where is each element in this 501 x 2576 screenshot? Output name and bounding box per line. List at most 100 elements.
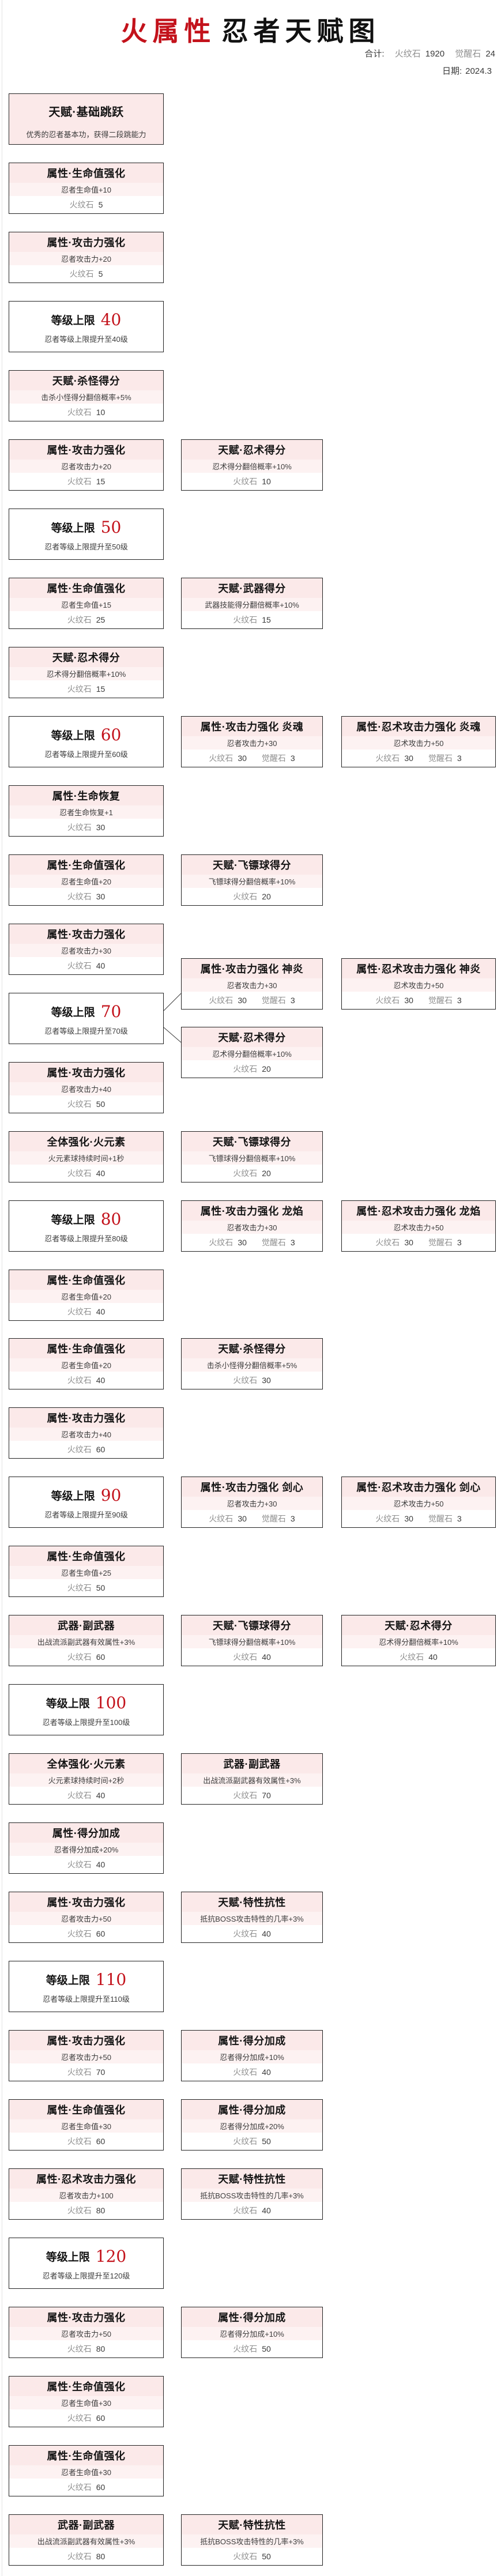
cost-item-name: 火纹石 bbox=[233, 2137, 258, 2146]
cost-item-name: 火纹石 bbox=[67, 2137, 92, 2146]
cost-item-name: 火纹石 bbox=[209, 1514, 233, 1523]
card-desc: 忍者生命值+15 bbox=[9, 598, 163, 611]
cost-item-qty: 3 bbox=[457, 996, 462, 1005]
cost-item-qty: 40 bbox=[96, 1376, 106, 1385]
card-title: 天赋·特性抗性 bbox=[182, 1892, 322, 1912]
cost-item-name: 火纹石 bbox=[67, 1791, 92, 1800]
awaken-stone-label: 觉醒石 bbox=[455, 49, 481, 59]
card-desc: 忍者等级上限提升至60级 bbox=[44, 750, 128, 759]
card-desc: 忍者得分加成+10% bbox=[182, 2050, 322, 2063]
cost-item-qty: 3 bbox=[290, 1514, 295, 1523]
cost-item-name: 火纹石 bbox=[69, 269, 94, 278]
cost-item-name: 火纹石 bbox=[67, 2483, 92, 2492]
cost-item-name: 火纹石 bbox=[67, 1583, 92, 1592]
card-desc: 忍者生命值+10 bbox=[9, 183, 163, 196]
cost-item-name: 火纹石 bbox=[67, 477, 92, 486]
card-desc: 忍者生命值+20 bbox=[9, 1358, 163, 1372]
card-title: 天赋·杀怪得分 bbox=[182, 1339, 322, 1358]
card-desc: 忍者攻击力+30 bbox=[182, 1221, 322, 1234]
cost-item-qty: 70 bbox=[96, 2067, 106, 2077]
card-desc: 忍术得分翻倍概率+10% bbox=[182, 1047, 322, 1060]
cost-item-name: 觉醒石 bbox=[261, 754, 286, 763]
card-title: 全体强化·火元素 bbox=[9, 1132, 163, 1151]
cost-item-qty: 60 bbox=[96, 2413, 106, 2423]
cost-item-name: 火纹石 bbox=[67, 684, 92, 694]
card-title: 属性·攻击力强化 bbox=[9, 2031, 163, 2050]
card-cost: 火纹石 70 bbox=[9, 2063, 163, 2081]
cost-item-name: 火纹石 bbox=[67, 1376, 92, 1385]
card-desc: 忍者等级上限提升至110级 bbox=[43, 1994, 130, 2003]
card-title: 属性·生命值强化 bbox=[9, 2100, 163, 2119]
cost-item-qty: 50 bbox=[262, 2137, 271, 2146]
level-number: 100 bbox=[95, 1693, 127, 1712]
card-desc: 忍术得分翻倍概率+10% bbox=[9, 667, 163, 680]
cost-item-name: 火纹石 bbox=[69, 200, 94, 209]
cost-item-qty: 50 bbox=[96, 1583, 106, 1592]
cost-item-qty: 15 bbox=[96, 684, 106, 694]
card-desc: 忍者生命值+30 bbox=[9, 2465, 163, 2479]
cost-item-qty: 20 bbox=[262, 892, 271, 901]
cost-item-name: 觉醒石 bbox=[261, 1514, 286, 1523]
card-desc: 忍者生命值+25 bbox=[9, 1566, 163, 1579]
card-title: 属性·生命值强化 bbox=[9, 1270, 163, 1290]
cost-item-qty: 30 bbox=[96, 892, 106, 901]
fire-stone-total: 1920 bbox=[425, 49, 445, 59]
card-cost: 火纹石 50 bbox=[9, 1579, 163, 1596]
cost-item-qty: 40 bbox=[96, 1169, 106, 1178]
page-title: 火属性忍者天赋图 bbox=[0, 10, 501, 48]
card-desc: 忍术得分翻倍概率+10% bbox=[342, 1635, 495, 1648]
card-desc: 忍者攻击力+20 bbox=[9, 252, 163, 265]
card-title: 属性·忍术攻击力强化 炎魂 bbox=[342, 717, 495, 736]
card-title: 属性·攻击力强化 bbox=[9, 232, 163, 252]
cost-item-name: 火纹石 bbox=[233, 2344, 258, 2353]
cost-item-qty: 40 bbox=[96, 1307, 106, 1316]
cost-item-qty: 50 bbox=[262, 2552, 271, 2561]
card-desc: 忍者攻击力+40 bbox=[9, 1428, 163, 1441]
cost-item-name: 火纹石 bbox=[67, 1307, 92, 1316]
card-title: 属性·得分加成 bbox=[182, 2100, 322, 2119]
card-desc: 忍者攻击力+30 bbox=[182, 736, 322, 750]
card-desc: 忍者生命值+20 bbox=[9, 1290, 163, 1303]
card-title: 天赋·特性抗性 bbox=[182, 2169, 322, 2189]
card-desc: 出战流派副武器有效属性+3% bbox=[182, 1773, 322, 1787]
cost-item-name: 火纹石 bbox=[67, 2067, 92, 2077]
card-cost: 火纹石 40 bbox=[9, 1303, 163, 1320]
cost-item-name: 火纹石 bbox=[67, 1860, 92, 1869]
card-desc: 忍术攻击力+50 bbox=[342, 978, 495, 992]
card-desc: 忍者等级上限提升至50级 bbox=[44, 542, 128, 551]
card-desc: 忍者等级上限提升至70级 bbox=[44, 1026, 128, 1035]
cost-item-qty: 3 bbox=[290, 996, 295, 1005]
awaken-stone-total: 24 bbox=[485, 49, 495, 59]
cost-item-name: 火纹石 bbox=[233, 615, 258, 624]
card-title: 天赋·武器得分 bbox=[182, 578, 322, 598]
cost-item-qty: 15 bbox=[96, 477, 106, 486]
